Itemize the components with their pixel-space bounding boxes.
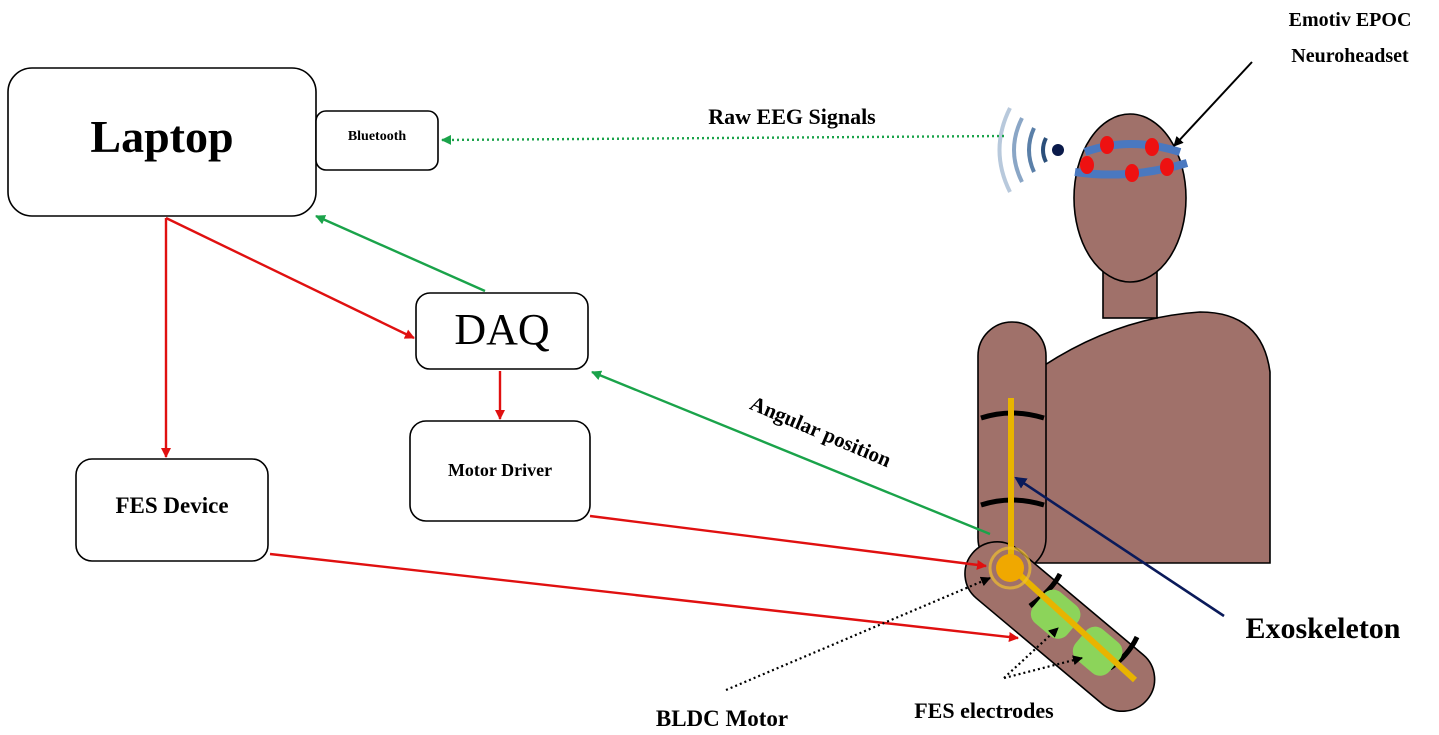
daq-box [415, 292, 589, 370]
raw-eeg-label: Raw EEG Signals [708, 104, 876, 129]
bldc-motor-pointer-arrow [725, 576, 991, 692]
exoskeleton-label: Exoskeleton [1245, 612, 1400, 645]
motor-driver-label: Motor Driver [448, 460, 552, 480]
headband-top [1083, 140, 1182, 156]
fes-device-box [75, 458, 269, 562]
electrode [1145, 138, 1159, 156]
raw-eeg-arrow [441, 134, 1005, 145]
angular-position-label: Angular position [747, 391, 895, 472]
human-figure [964, 113, 1271, 713]
fes-pad-2 [1072, 626, 1123, 676]
headset-pointer-arrow [1173, 61, 1253, 147]
torso [1029, 311, 1271, 564]
exoskeleton-lower-bar [1008, 564, 1138, 683]
head [1073, 113, 1187, 283]
daq-to-laptop-arrow [315, 214, 486, 293]
headset-label-line1: Emotiv EPOC [1289, 9, 1412, 31]
exoskeleton-pointer-arrow [1014, 476, 1225, 618]
forearm-strap-1 [1028, 572, 1063, 609]
fes-to-electrodes-arrow [269, 552, 1019, 642]
laptop-to-daq-arrow [165, 216, 415, 340]
motor-driver-to-motor-arrow [589, 514, 987, 570]
daq-label: DAQ [454, 305, 550, 354]
eeg-headset [1074, 136, 1189, 182]
bluetooth-label: Bluetooth [348, 129, 407, 144]
electrode [1160, 158, 1174, 176]
fes-electrodes-pointer-1 [1003, 627, 1059, 679]
fes-electrodes-label: FES electrodes [914, 698, 1054, 723]
electrode [1125, 164, 1139, 182]
motor-driver-box [409, 420, 591, 522]
bldc-motor-ring [988, 546, 1032, 590]
electrode [1080, 156, 1094, 174]
fes-electrodes-pointer-2 [1003, 655, 1083, 680]
electrode [1100, 136, 1114, 154]
laptop-label: Laptop [90, 111, 233, 162]
fes-pad-1 [1030, 589, 1081, 639]
headset-label-line2: Neuroheadset [1291, 45, 1409, 67]
bluetooth-box [315, 110, 439, 171]
bldc-motor-label: BLDC Motor [656, 706, 788, 731]
angular-position-arrow [591, 370, 991, 536]
bldc-motor-joint [996, 554, 1024, 582]
fes-device-label: FES Device [115, 493, 228, 518]
wifi-signal-icon [997, 107, 1064, 193]
